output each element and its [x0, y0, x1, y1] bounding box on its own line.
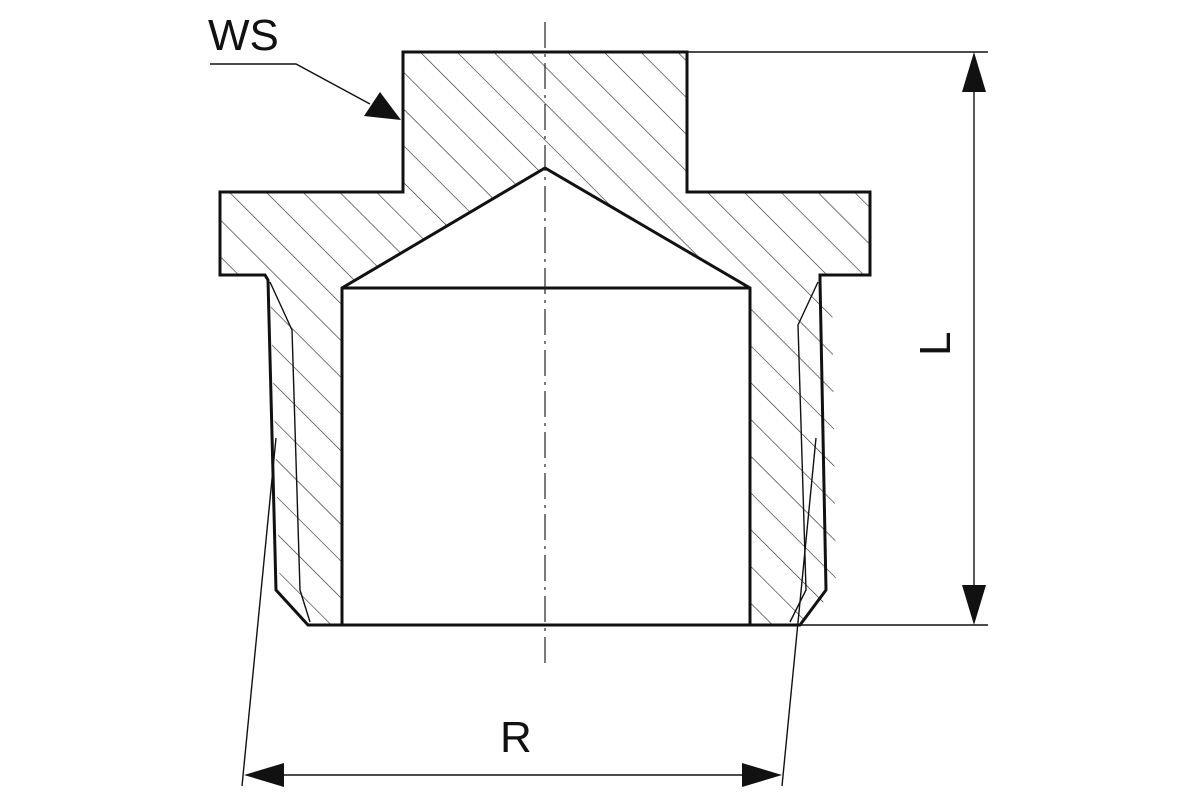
ws-label: WS — [208, 11, 279, 60]
thread-root-right — [789, 281, 819, 623]
r-arrow-left — [244, 763, 284, 787]
r-extension-right — [781, 437, 817, 787]
r-arrow-right — [742, 763, 782, 787]
l-label: L — [911, 332, 960, 356]
hatched-section — [220, 52, 870, 625]
ws-arrow — [364, 92, 401, 120]
l-arrow-bottom — [962, 585, 986, 625]
r-label: R — [500, 713, 532, 762]
thread-root-left — [269, 281, 311, 623]
r-extension-left — [241, 437, 277, 787]
l-arrow-top — [962, 52, 986, 92]
ws-leader-line — [210, 63, 371, 105]
